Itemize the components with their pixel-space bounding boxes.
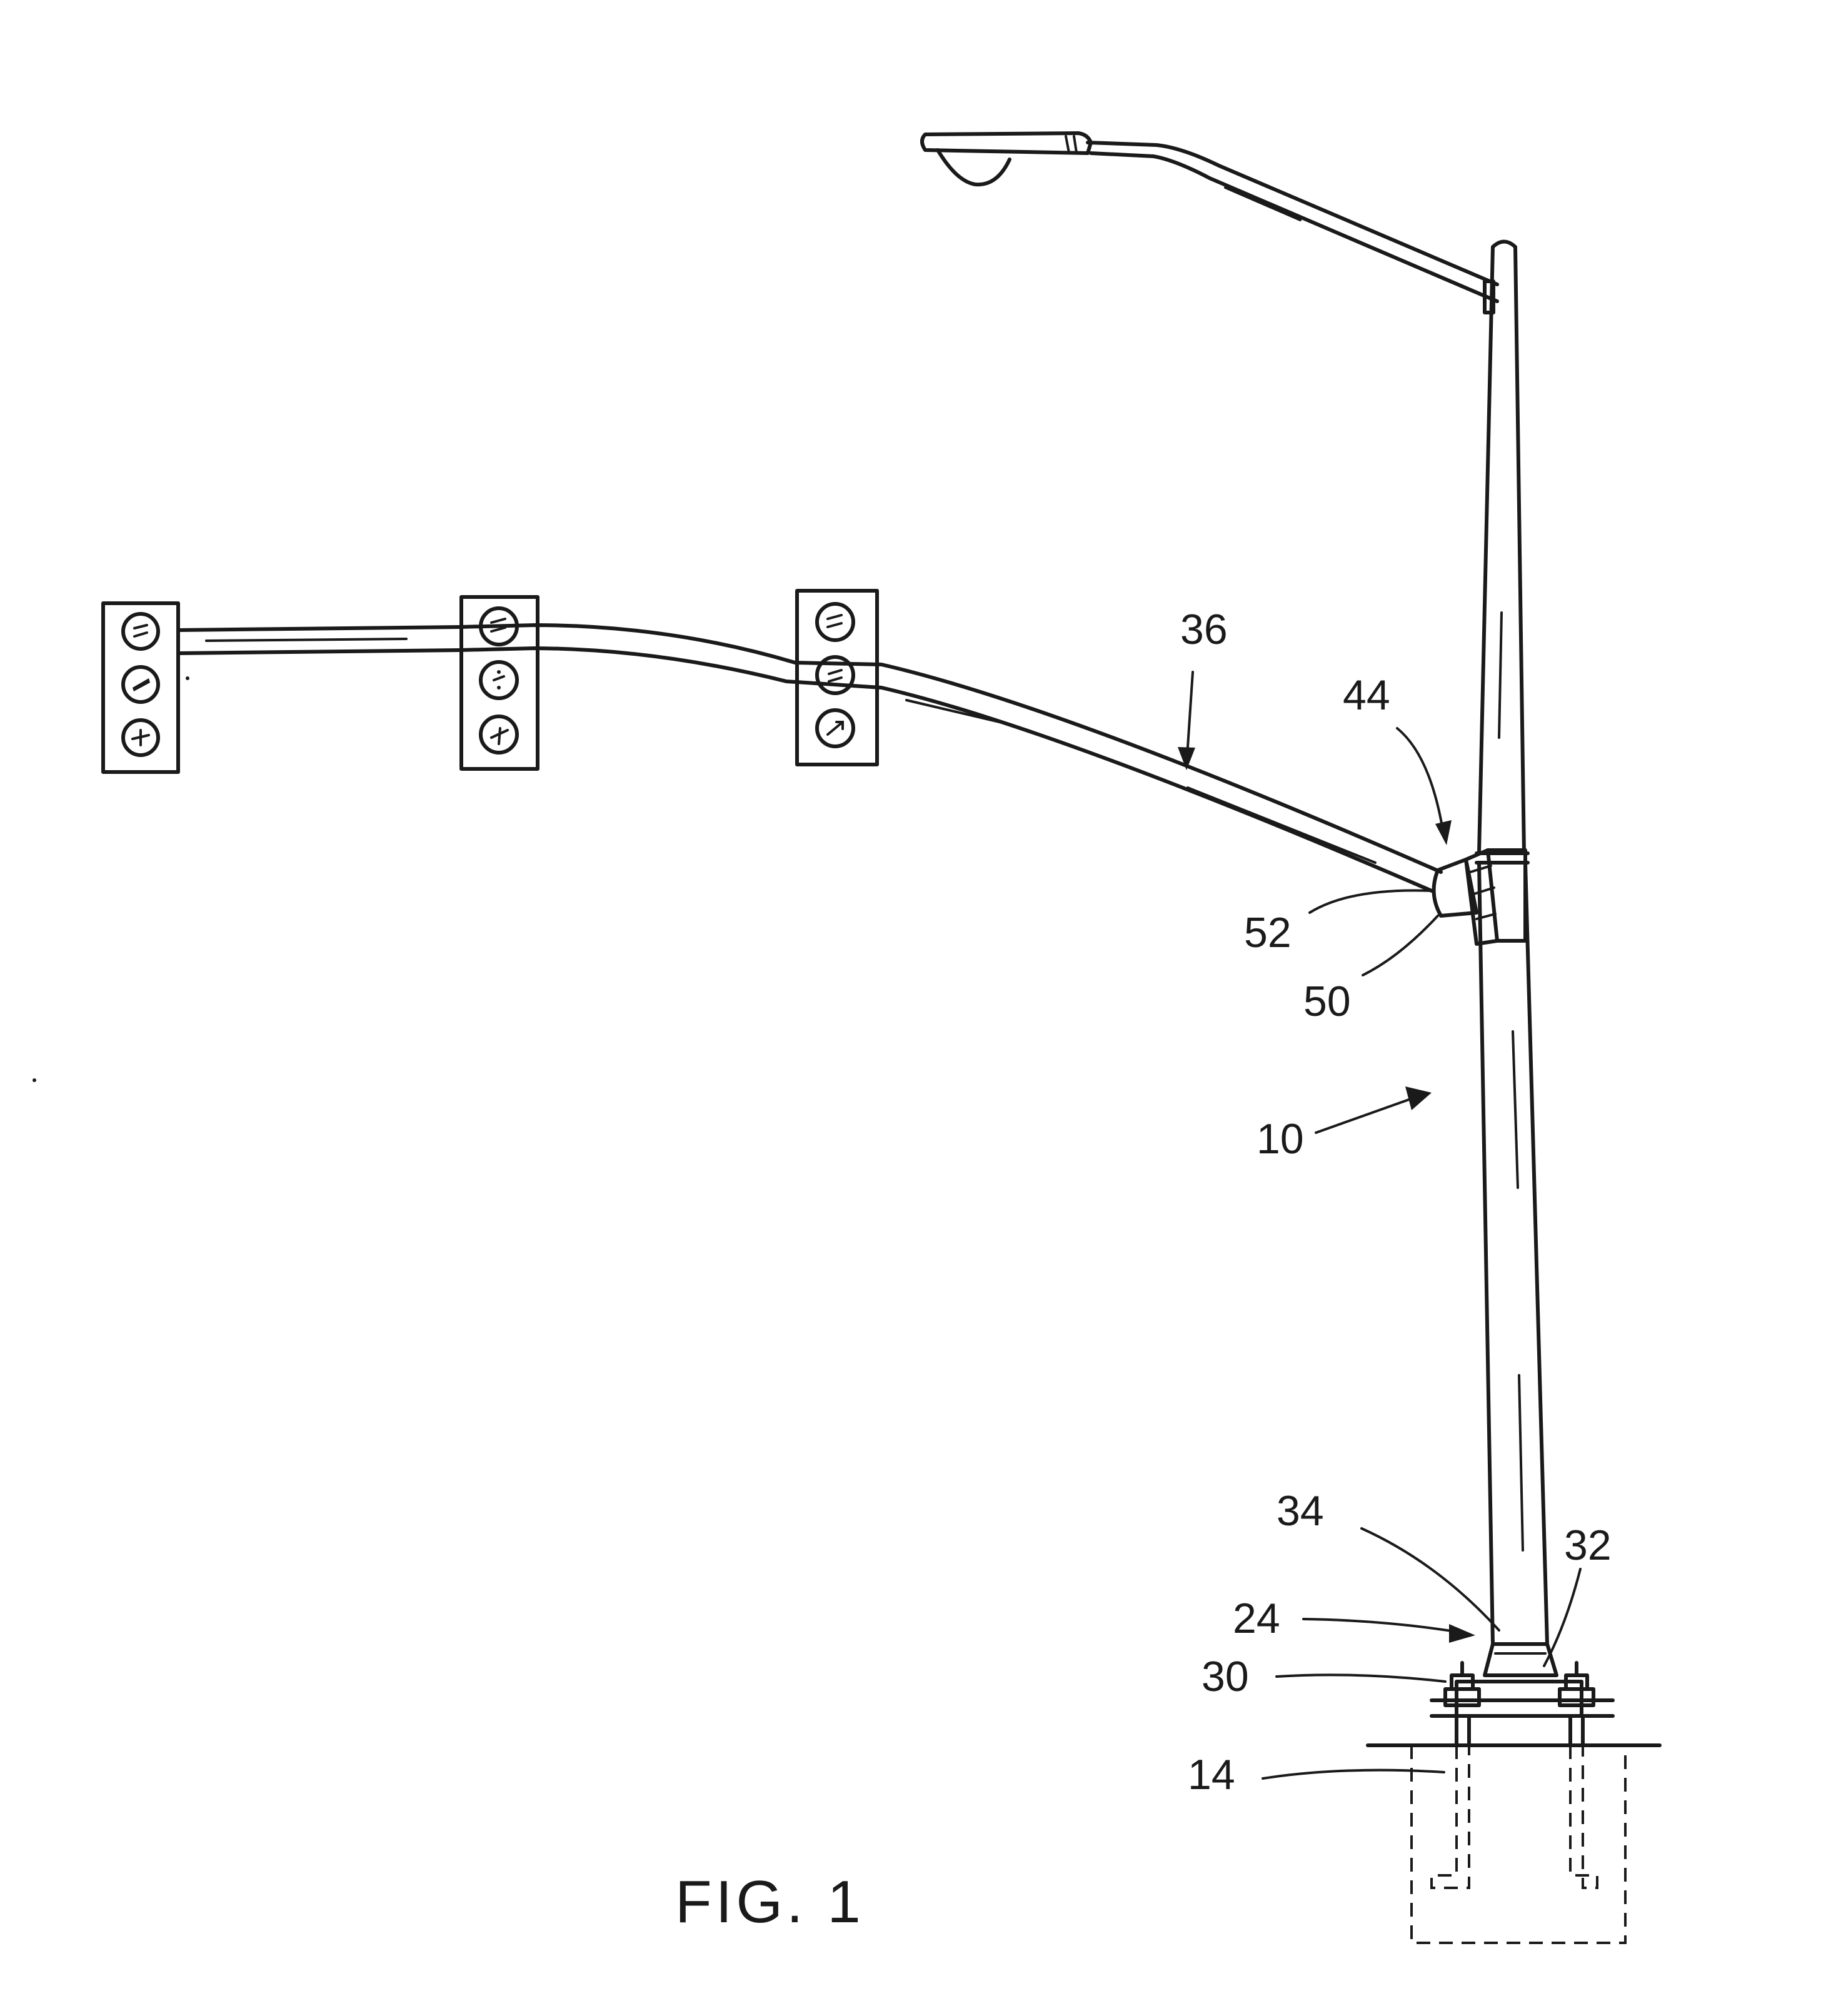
signal-head-2 [459, 595, 539, 771]
label-32: 32 [1564, 1522, 1612, 1569]
luminaire [920, 131, 1093, 187]
scan-speck [186, 676, 189, 680]
foundation [1410, 1745, 1627, 1944]
label-50: 50 [1303, 978, 1351, 1025]
label-24: 24 [1233, 1595, 1280, 1642]
label-10: 10 [1257, 1115, 1304, 1163]
label-36: 36 [1180, 606, 1228, 653]
figure-caption: FIG. 1 [675, 1868, 865, 1935]
mast-arm [176, 623, 1443, 893]
luminaire-arm [1086, 141, 1499, 303]
label-52: 52 [1244, 909, 1292, 956]
scan-speck [33, 1078, 36, 1082]
signal-head-3 [795, 589, 879, 766]
label-34: 34 [1277, 1487, 1324, 1535]
label-30: 30 [1201, 1653, 1249, 1700]
reference-labels: 36 44 52 50 10 34 32 24 30 14 [1180, 606, 1612, 1798]
leader-lines [1178, 671, 1582, 1780]
arm-connection [1432, 848, 1527, 946]
label-44: 44 [1343, 671, 1390, 719]
signal-head-1 [101, 601, 180, 774]
label-14: 14 [1188, 1751, 1235, 1798]
pole-shaft [1475, 239, 1549, 1646]
anchor-bolts [1443, 1661, 1595, 1746]
